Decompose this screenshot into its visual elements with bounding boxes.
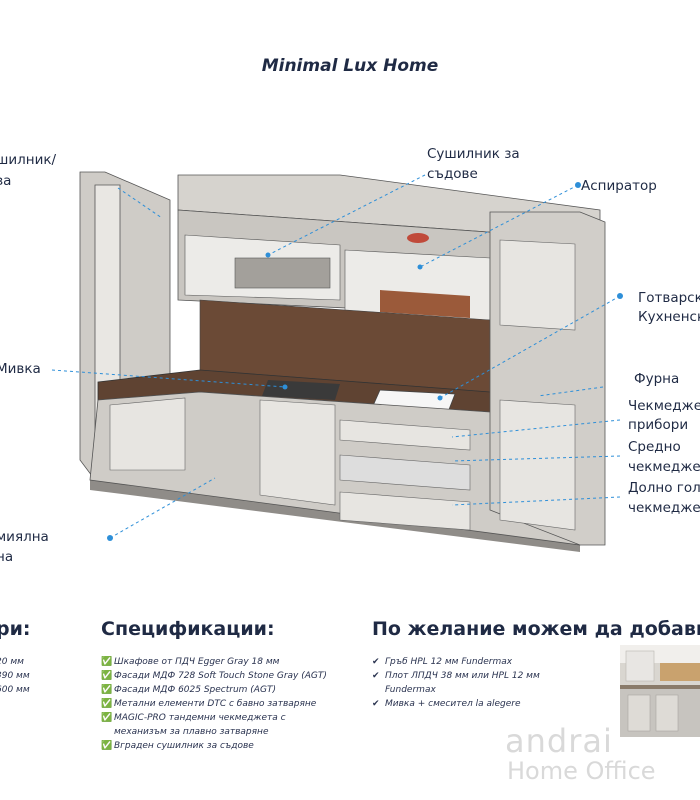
callout-middle-1: Средно: [628, 439, 681, 455]
callout-cutlery-2: прибори: [628, 417, 689, 433]
check-icon: ✔: [372, 671, 380, 681]
option-item: ✔Гръб HPL 12 мм Fundermax: [372, 657, 513, 667]
check-icon: ✔: [372, 699, 380, 709]
check-circle-icon: ✅: [101, 671, 113, 681]
callout-hood: Аспиратор: [581, 178, 657, 194]
callout-top-left-2: за: [0, 173, 12, 189]
callout-middle-2: чекмедже: [628, 459, 700, 475]
spec-item: ✅Метални елементи DTC с бавно затваряне: [101, 699, 317, 709]
callout-dishwasher-1: миялна: [0, 529, 49, 545]
options-heading: По желание можем да добави: [372, 618, 700, 640]
callout-dish-rack-2: съдове: [427, 166, 478, 182]
option-item: ✔Плот ЛПДЧ 38 мм или HPL 12 мм: [372, 671, 540, 681]
spec-item: ✅Фасади МДФ 6025 Spectrum (AGT): [101, 685, 276, 695]
option-item: ✔Мивка + смесител la alegere: [372, 699, 521, 709]
callout-hob-1: Готварск: [638, 290, 700, 306]
specs-heading: Спецификации:: [101, 618, 275, 640]
dimensions-list: 20 мм 390 мм 600 мм: [0, 655, 30, 697]
callout-top-left-1: шилник/: [0, 152, 57, 168]
callout-sink: Мивка: [0, 361, 41, 377]
specs-list: ✅Шкафове от ПДЧ Egger Gray 18 мм ✅Фасади…: [101, 655, 327, 753]
kitchen-illustration: [79, 171, 606, 552]
leader-lines: [51, 174, 621, 539]
callout-dish-rack-1: Сушилник за: [427, 146, 520, 162]
callout-cutlery-1: Чекмедже: [628, 398, 700, 414]
page-title: Minimal Lux Home: [261, 56, 439, 76]
dimension-item: 20 мм: [0, 657, 24, 667]
callout-bottom-1: Долно гол: [628, 480, 700, 496]
option-item-continued: Fundermax: [385, 685, 436, 695]
check-circle-icon: ✅: [101, 741, 113, 751]
check-circle-icon: ✅: [101, 657, 113, 667]
dimension-item: 390 мм: [0, 671, 30, 681]
leader-dots: [107, 182, 623, 541]
options-list: ✔Гръб HPL 12 мм Fundermax ✔Плот ЛПДЧ 38 …: [372, 655, 540, 711]
check-icon: ✔: [372, 657, 380, 667]
spec-item: ✅Вграден сушилник за съдове: [101, 741, 254, 751]
logo-sub: Home Office: [507, 757, 656, 785]
spec-item: ✅Шкафове от ПДЧ Egger Gray 18 мм: [101, 657, 280, 667]
check-circle-icon: ✅: [101, 699, 113, 709]
check-circle-icon: ✅: [101, 685, 113, 695]
dimension-item: 600 мм: [0, 685, 30, 695]
callout-oven: Фурна: [634, 371, 680, 387]
dimensions-heading: ри:: [0, 618, 31, 640]
kitchen-photo: [620, 645, 700, 737]
callout-hob-2: Кухненск: [638, 309, 700, 325]
logo-name: andrai: [505, 722, 613, 760]
check-circle-icon: ✅: [101, 713, 113, 723]
spec-item: ✅Фасади МДФ 728 Soft Touch Stone Gray (A…: [101, 671, 327, 681]
callout-dishwasher-2: на: [0, 549, 14, 565]
spec-item: ✅MAGIC-PRO тандемни чекмеджета с: [101, 713, 286, 723]
callout-bottom-2: чекмедже: [628, 500, 700, 516]
spec-item-continued: механизъм за плавно затваряне: [114, 727, 269, 737]
